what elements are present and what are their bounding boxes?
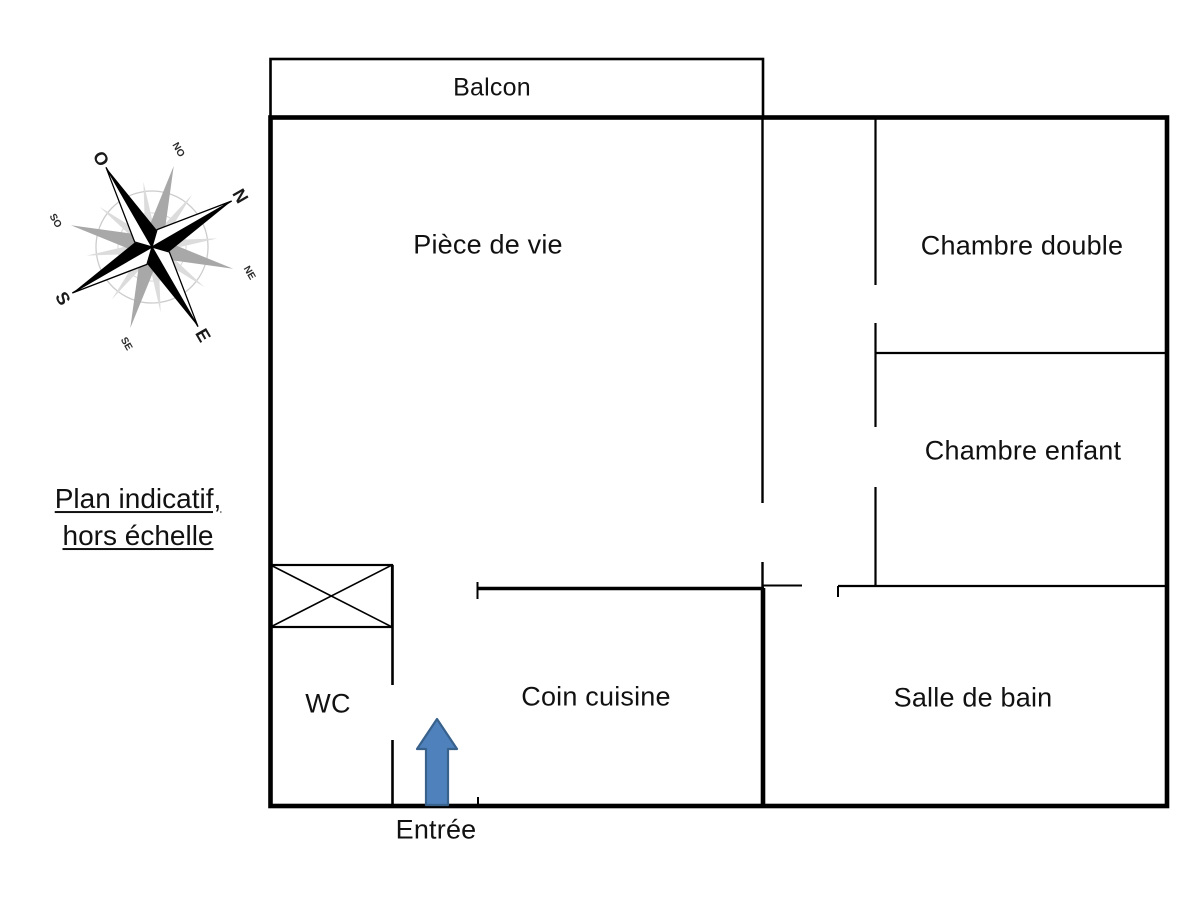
room-label-wc: WC [305,688,351,719]
compass-rose: N E S O NO NE SE SO [47,141,258,353]
compass-label-northeast: NE [241,264,258,282]
closet-diagonal-2 [270,564,393,628]
balcony-walls [269,57,765,119]
room-label-coin-cuisine: Coin cuisine [521,681,671,712]
room-label-chambre-double: Chambre double [920,230,1124,261]
scale-note-line-2: hors échelle [62,520,214,551]
scale-note-line-1: Plan indicatif, [54,483,222,515]
compass-label-east: E [191,325,214,345]
compass-label-west: O [89,148,113,170]
room-label-chambre-enfant: Chambre enfant [924,435,1122,466]
compass-label-southwest: SO [47,212,64,230]
compass-label-north: N [228,185,252,206]
room-label-piece-de-vie: Pièce de vie [413,229,563,260]
compass-label-southeast: SE [118,335,134,352]
compass-label-south: S [51,288,74,308]
compass-label-northwest: NO [169,141,186,160]
scale-note: Plan indicatif, hors échelle [55,481,222,555]
room-label-balcon: Balcon [453,73,531,102]
entrance-label: Entrée [395,814,477,845]
room-label-salle-de-bain: Salle de bain [893,682,1053,713]
compass-cardinal-points [72,167,232,327]
entrance-arrow-outline [415,717,459,807]
entrance-arrow-icon [417,719,457,805]
